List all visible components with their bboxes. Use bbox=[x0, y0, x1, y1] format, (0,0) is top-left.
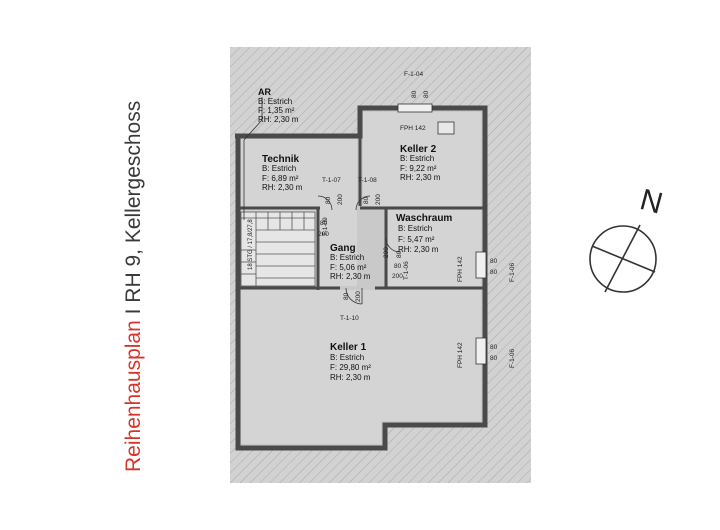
room-height-waschraum: RH: 2,30 m bbox=[398, 245, 439, 254]
room-height-gang: RH: 2,30 m bbox=[330, 272, 371, 281]
label-f106: F-1-06 bbox=[509, 262, 516, 282]
label-200-wasch: 200 bbox=[392, 273, 403, 280]
ar-leader-line bbox=[243, 97, 263, 220]
room-floor-waschraum: B: Estrich bbox=[398, 224, 432, 233]
label-t107: T-1-07 bbox=[322, 177, 341, 184]
floor-keller-2 bbox=[363, 112, 481, 206]
room-area-waschraum: F: 5,47 m² bbox=[398, 235, 435, 244]
staircase bbox=[240, 211, 316, 287]
label-200-t110: 200 bbox=[355, 291, 362, 302]
label-f108: F-1-06 bbox=[509, 348, 516, 368]
room-name-technik: Technik bbox=[262, 154, 299, 165]
label-80-wasch: 80 bbox=[394, 263, 402, 270]
stairs-label: 18 STG / 17,8/27,8 bbox=[248, 219, 254, 270]
label-80-w2a: 80 bbox=[490, 344, 498, 351]
label-t108: T-1-08 bbox=[358, 177, 377, 184]
title-separator: I bbox=[122, 303, 145, 321]
label-200-gang: 200 bbox=[318, 231, 329, 238]
label-200-t107: 200 bbox=[337, 194, 344, 205]
label-80-t110: 80 bbox=[343, 292, 350, 300]
room-name-keller-2: Keller 2 bbox=[400, 144, 437, 155]
title-part-1: Reihenhausplan bbox=[122, 320, 145, 472]
room-height-technik: RH: 2,30 m bbox=[262, 183, 303, 192]
room-name-gang: Gang bbox=[330, 243, 356, 254]
room-floor-technik: B: Estrich bbox=[262, 164, 296, 173]
room-name-keller-1: Keller 1 bbox=[330, 342, 367, 353]
room-name-ar: AR bbox=[258, 87, 271, 97]
label-t109: T-1-09 bbox=[322, 217, 329, 236]
label-f104: F-1-04 bbox=[404, 71, 424, 78]
room-floor-gang: B: Estrich bbox=[330, 253, 364, 262]
floor-keller-1 bbox=[241, 290, 481, 444]
label-200-t109: 200 bbox=[383, 247, 390, 258]
label-80a: 80 bbox=[411, 90, 418, 98]
room-area-gang: F: 5,06 m² bbox=[330, 263, 367, 272]
windows bbox=[397, 103, 487, 365]
room-height-keller-1: RH: 2,30 m bbox=[330, 373, 371, 382]
room-area-technik: F: 6,89 m² bbox=[262, 174, 299, 183]
label-80b: 80 bbox=[423, 90, 430, 98]
label-80-w1b: 80 bbox=[490, 269, 498, 276]
label-fph-w1: FPH 142 bbox=[457, 256, 464, 282]
label-fph-w2: FPH 142 bbox=[457, 342, 464, 368]
label-fph-top: FPH 142 bbox=[400, 125, 426, 132]
room-floor-ar: B: Estrich bbox=[258, 97, 292, 106]
room-area-keller-1: F: 29,80 m² bbox=[330, 363, 371, 372]
plan-title: Reihenhausplan I RH 9, Kellergeschoss bbox=[122, 101, 145, 472]
label-80-w2b: 80 bbox=[490, 355, 498, 362]
title-part-2: RH 9, Kellergeschoss bbox=[122, 101, 145, 303]
north-compass-icon bbox=[589, 224, 657, 293]
room-area-ar: F: 1,35 m² bbox=[258, 106, 295, 115]
north-label: N bbox=[637, 183, 666, 220]
room-name-waschraum: Waschraum bbox=[396, 213, 452, 224]
door-swings bbox=[317, 195, 401, 305]
interior-walls bbox=[236, 136, 485, 448]
label-200-t108: 200 bbox=[375, 194, 382, 205]
label-80-w1a: 80 bbox=[490, 258, 498, 265]
room-floor-keller-2: B: Estrich bbox=[400, 154, 434, 163]
label-t110: T-1-10 bbox=[340, 315, 359, 322]
label-80-t107: 80 bbox=[325, 196, 332, 204]
room-area-keller-2: F: 9,22 m² bbox=[400, 164, 437, 173]
room-floor-keller-1: B: Estrich bbox=[330, 353, 364, 362]
label-80-t108: 80 bbox=[363, 196, 370, 204]
label-80-gang: 80 bbox=[320, 220, 328, 227]
floor-waschraum bbox=[388, 210, 481, 286]
label-80-t109: 80 bbox=[396, 250, 403, 258]
label-t106: T-1-06 bbox=[403, 261, 410, 280]
room-height-keller-2: RH: 2,30 m bbox=[400, 173, 441, 182]
room-height-ar: RH: 2,30 m bbox=[258, 115, 299, 124]
